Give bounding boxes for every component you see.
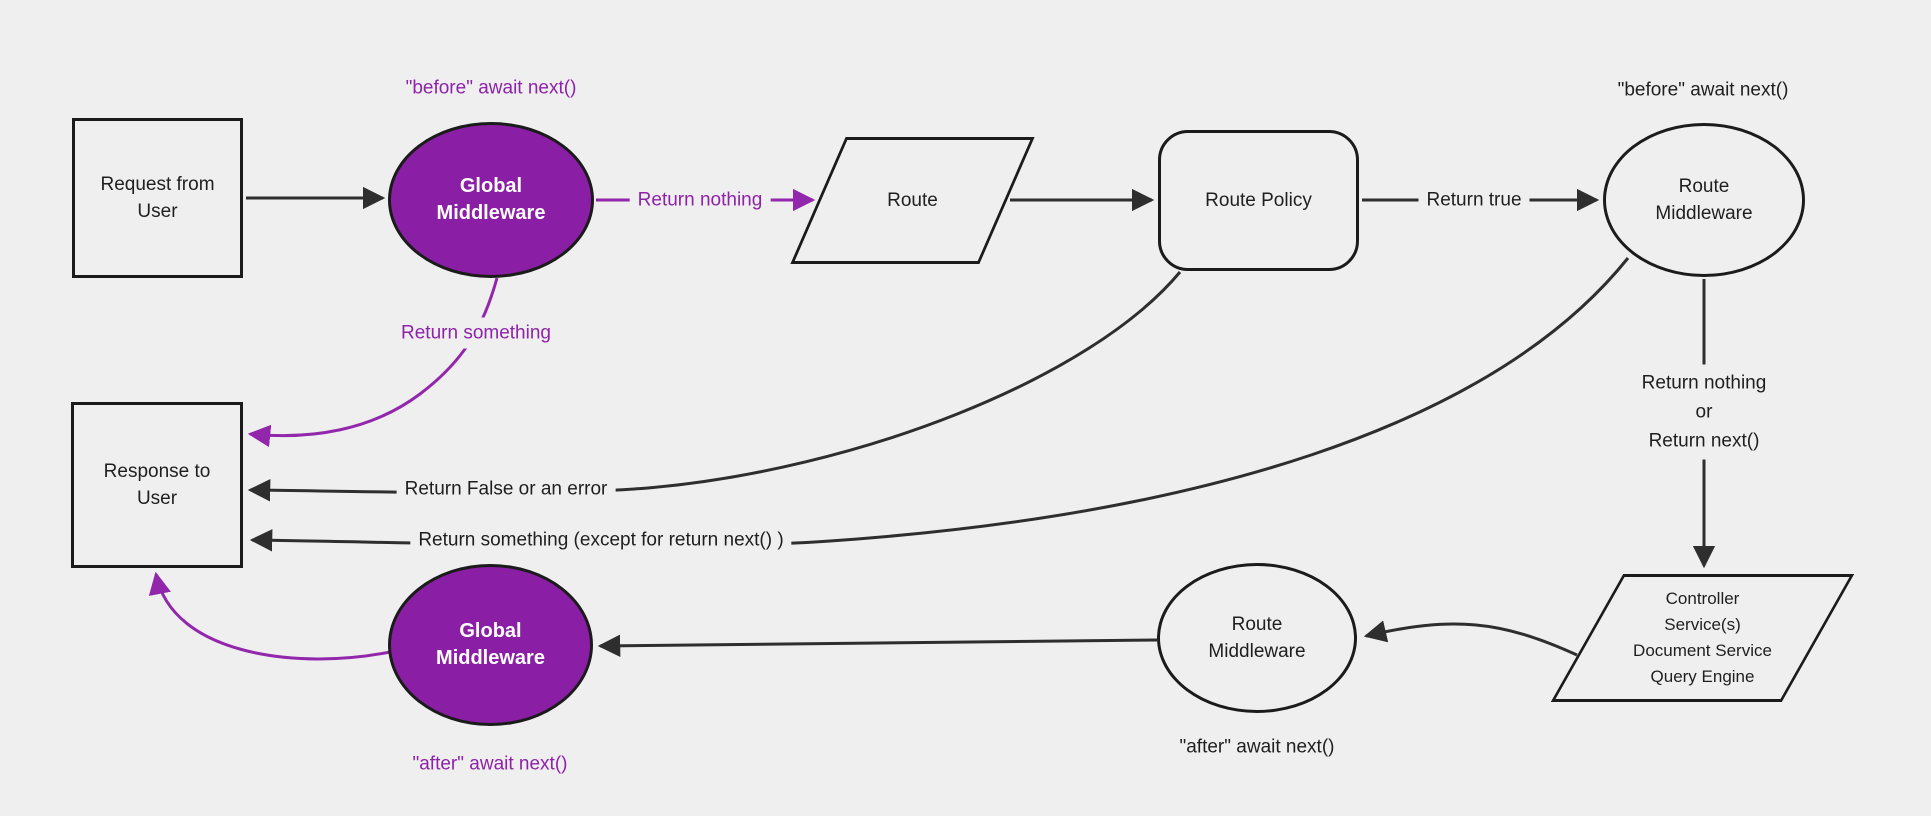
node-global-middleware-bottom: Global Middleware	[388, 564, 593, 726]
node-response-to-user: Response to User	[71, 402, 243, 568]
node-global-middleware-top: Global Middleware	[388, 122, 594, 278]
node-label-line: Route	[1678, 176, 1730, 197]
label-return-something: Return something	[393, 317, 559, 349]
label-before-await-next-left: "before" await next()	[405, 77, 577, 99]
node-label-line: Middleware	[436, 647, 545, 669]
label-return-true: Return true	[1418, 184, 1530, 216]
node-label-line: Middleware	[1655, 203, 1753, 224]
label-line: Return next()	[1648, 430, 1760, 452]
node-request-from-user: Request from User	[72, 118, 243, 278]
node-label: Route	[887, 190, 938, 211]
node-route: Route	[790, 137, 1035, 264]
node-label: Route Middleware	[1208, 611, 1305, 665]
label-before-await-next-right: "before" await next()	[1617, 79, 1789, 101]
node-label: Controller Service(s) Document Service Q…	[1633, 586, 1772, 690]
node-label-line: Global	[459, 620, 522, 642]
node-label-line: Service(s)	[1664, 615, 1741, 634]
node-label-line: User	[137, 201, 178, 222]
node-label: Route Policy	[1205, 190, 1312, 211]
node-controller-services: Controller Service(s) Document Service Q…	[1550, 574, 1855, 702]
label-return-something-except: Return something (except for return next…	[410, 524, 792, 556]
label-return-nothing-or-next: Return nothing or Return next()	[1629, 364, 1779, 460]
node-label-line: Document Service	[1633, 641, 1772, 660]
node-label: Global Middleware	[437, 173, 546, 227]
edge-route-policy-to-response	[247, 271, 1182, 502]
node-label: Route Middleware	[1655, 173, 1752, 227]
node-label: Request from User	[100, 171, 214, 225]
node-label-line: Global	[459, 175, 523, 197]
label-return-nothing: Return nothing	[629, 184, 771, 216]
label-line: Return nothing	[1641, 372, 1767, 394]
node-label-line: Response to	[103, 461, 211, 482]
node-route-policy: Route Policy	[1158, 130, 1359, 271]
label-return-false-or-error: Return False or an error	[396, 473, 616, 505]
label-after-await-next-left: "after" await next()	[412, 753, 568, 775]
node-label-line: Middleware	[1208, 641, 1306, 662]
edge-controller-to-route-middleware-bottom	[1363, 620, 1578, 657]
edge-global-middleware-to-response	[247, 277, 499, 448]
node-label-line: Query Engine	[1650, 667, 1755, 686]
node-route-middleware-top: Route Middleware	[1603, 123, 1805, 277]
node-route-middleware-bottom: Route Middleware	[1157, 563, 1357, 713]
label-after-await-next-right: "after" await next()	[1179, 736, 1335, 758]
node-label-line: Request from	[100, 174, 215, 195]
node-label-line: Controller	[1665, 589, 1740, 608]
node-label-line: User	[136, 488, 178, 509]
node-label-line: Middleware	[436, 202, 546, 224]
node-label: Response to User	[104, 458, 211, 512]
edge-route-middleware-bottom-to-global-middleware-bottom	[597, 634, 1158, 658]
node-label-line: Route	[1231, 614, 1283, 635]
label-line: or	[1695, 401, 1713, 423]
node-label: Global Middleware	[436, 618, 545, 672]
edge-global-middleware-bottom-to-response	[148, 571, 391, 661]
